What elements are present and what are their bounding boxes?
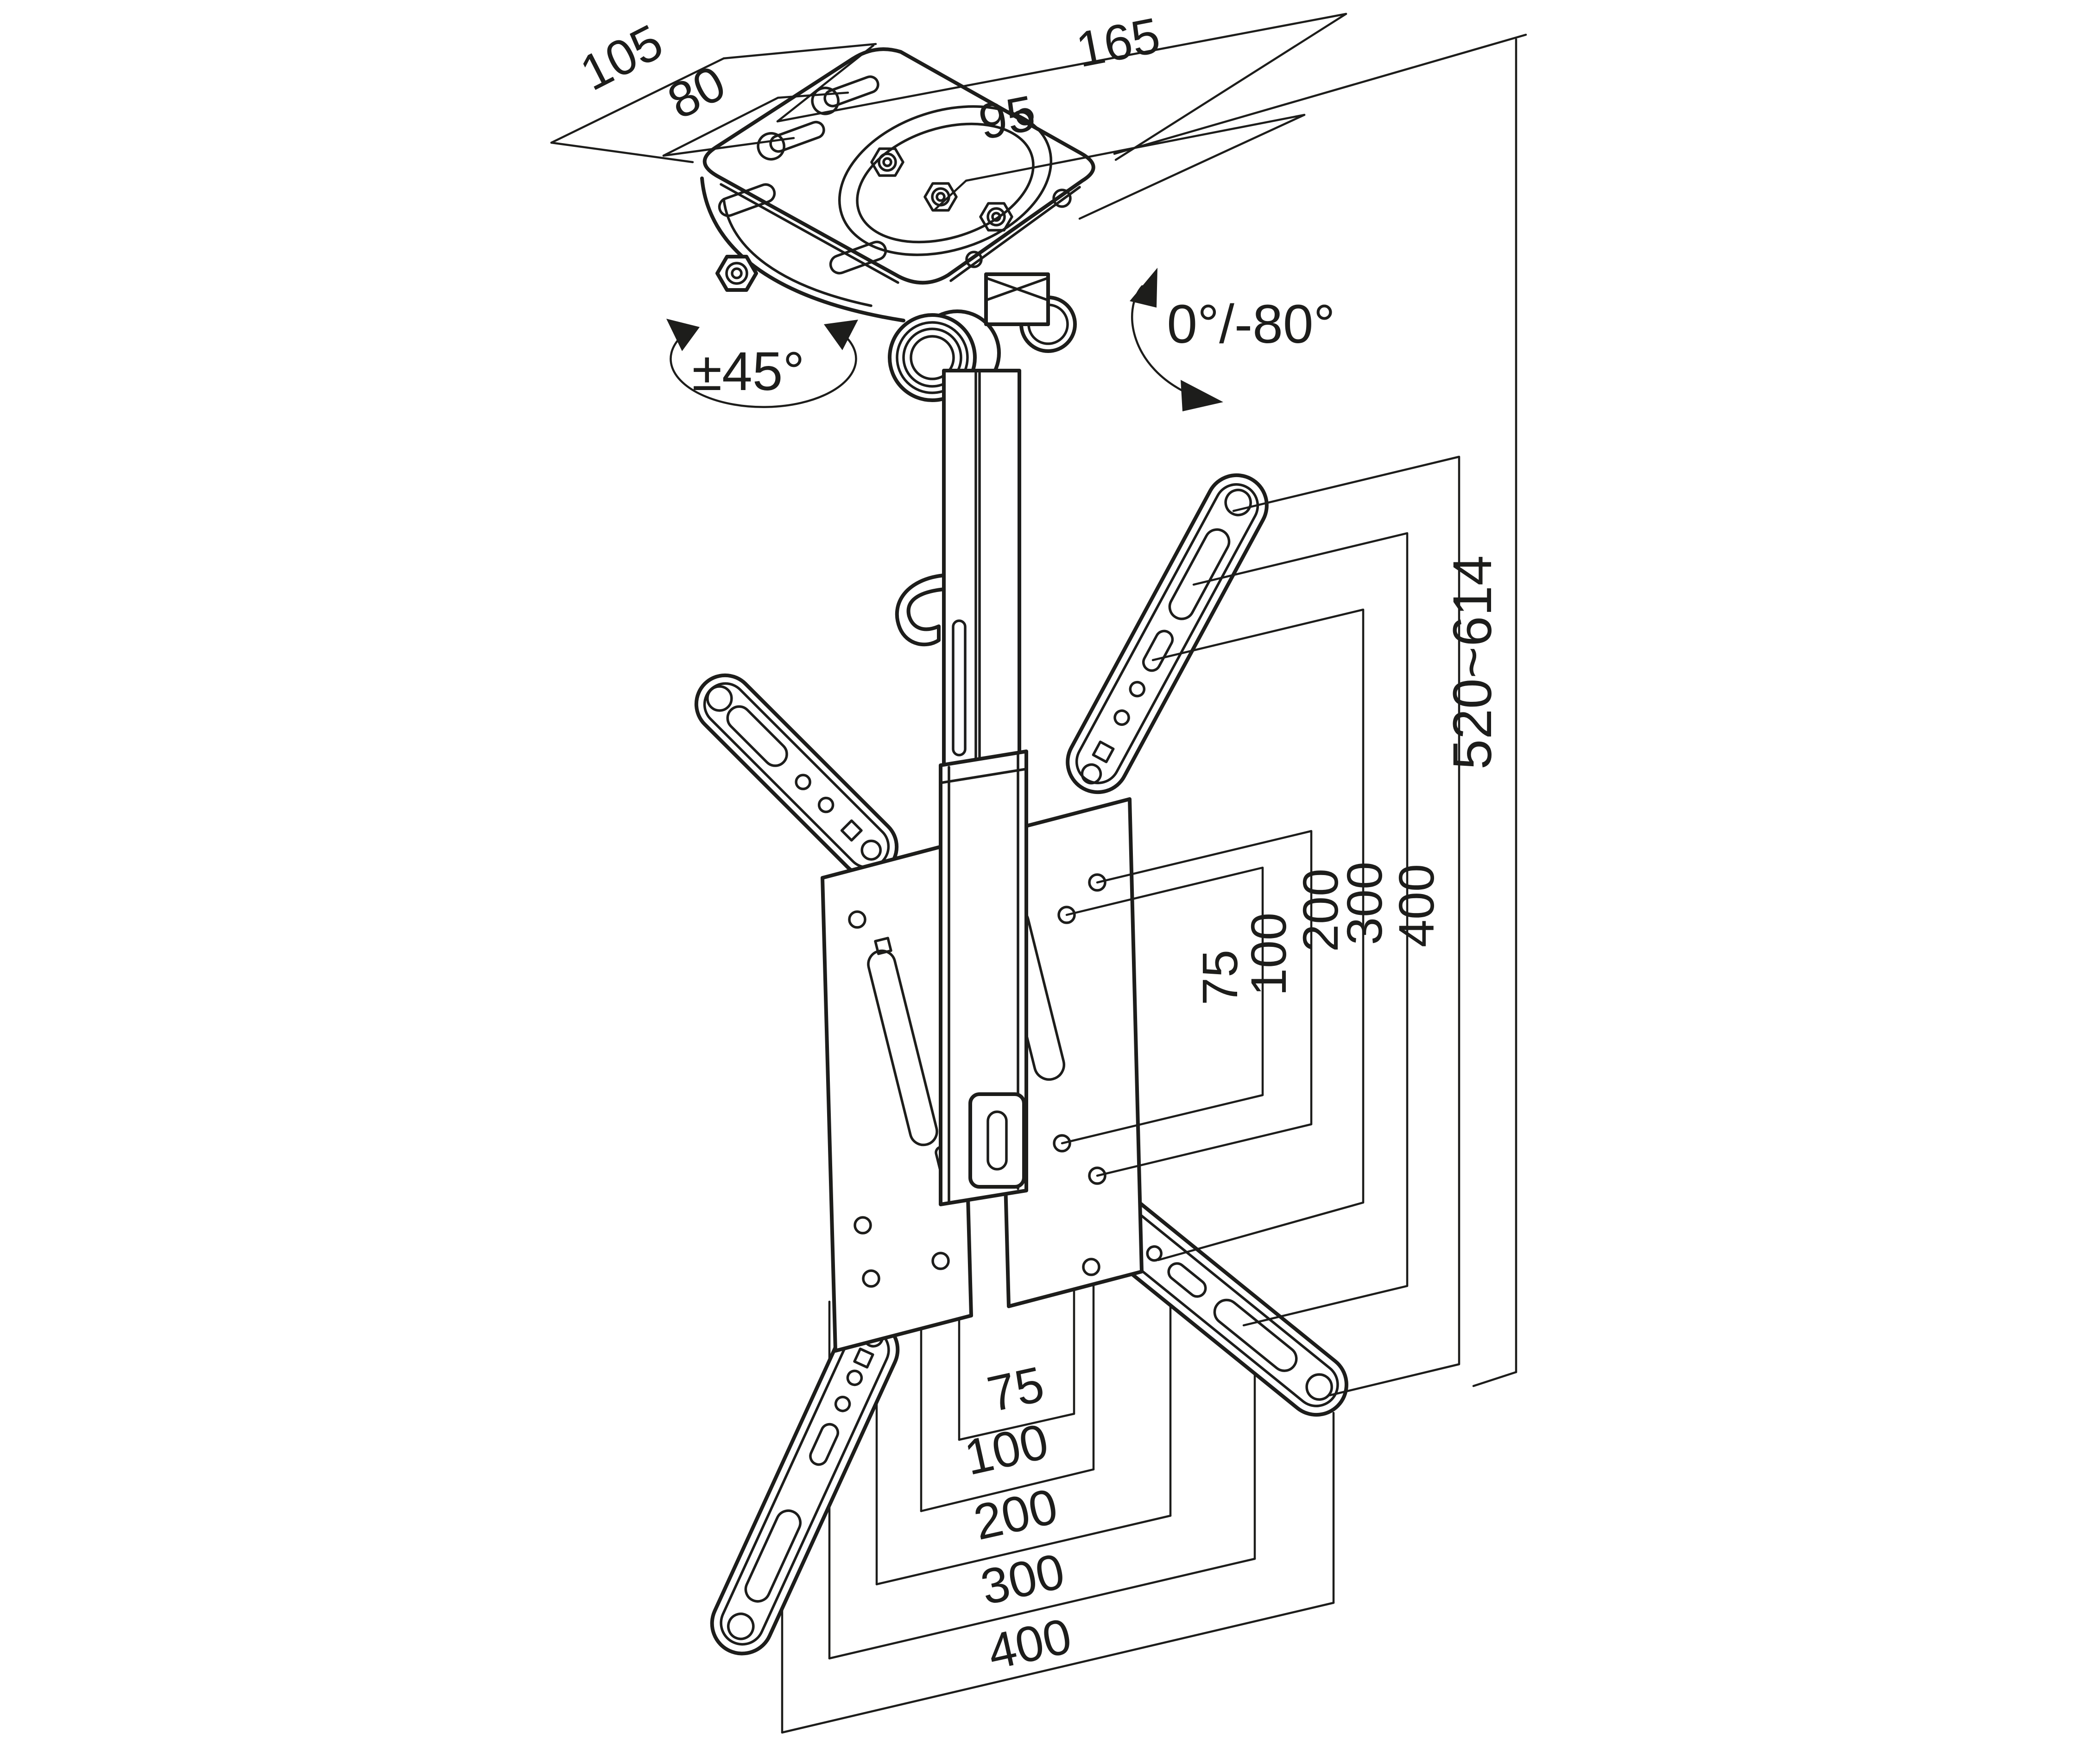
bolt-3 xyxy=(979,202,1013,232)
dim-line-h75 xyxy=(958,1412,1075,1441)
swivel-rotation-arc xyxy=(670,329,857,408)
vesa-vertical-label-400: 400 xyxy=(1388,864,1444,947)
vesa-horizontal-label-200: 200 xyxy=(969,1478,1062,1550)
pole-adjustment-slot xyxy=(952,619,967,756)
tilt-arrow-down-icon xyxy=(1181,380,1223,411)
swivel-angle-label: ±45° xyxy=(692,341,804,402)
keyhole-slot-2 xyxy=(757,120,825,161)
vesa-horizontal-label-300: 300 xyxy=(976,1543,1069,1615)
vesa-hole-100-bottom xyxy=(1088,1166,1106,1185)
cable-hook xyxy=(895,573,946,647)
swivel-arrow-right-icon xyxy=(824,320,858,350)
height-dimension xyxy=(1113,33,1527,1387)
ceiling-plate-outline xyxy=(702,47,1095,285)
tilt-angle-label: 0°/-80° xyxy=(1167,294,1335,355)
swivel-annotation xyxy=(666,319,858,408)
vesa-horizontal-label-75: 75 xyxy=(982,1355,1049,1422)
tilt-annotation xyxy=(1130,268,1223,411)
dim-line-h200 xyxy=(875,1514,1172,1586)
vesa-arm-upper-right xyxy=(1066,473,1269,794)
bottom-dimension-lines xyxy=(781,1412,1335,1734)
frame-400 xyxy=(1232,455,1460,1397)
collar-cutout xyxy=(838,105,1053,256)
dim-label-plate-depth-inner: 80 xyxy=(659,54,734,129)
dim-label-plate-depth-outer: 105 xyxy=(571,13,671,101)
bolt-1 xyxy=(870,147,904,177)
oval-slot-2 xyxy=(829,240,887,275)
vesa-hole-75-top xyxy=(1057,906,1076,924)
plate-hole-bottom xyxy=(965,251,983,268)
dim-label-plate-width-outer: 165 xyxy=(1072,7,1164,78)
lock-nut xyxy=(715,255,758,292)
vesa-horizontal-label-100: 100 xyxy=(960,1413,1053,1486)
vesa-vertical-label-300: 300 xyxy=(1336,862,1392,945)
frame-100 xyxy=(1096,830,1313,1177)
vesa-arm-upper-left xyxy=(694,673,899,878)
height-range-label: 520~614 xyxy=(1442,555,1503,770)
vesa-vertical-label-100: 100 xyxy=(1240,913,1296,996)
tilt-hinge xyxy=(888,272,1077,402)
dim-line-h100 xyxy=(920,1468,1095,1512)
plate-side-bracket xyxy=(700,176,905,322)
plate-hole-right xyxy=(1052,189,1072,208)
swivel-arrow-left-icon xyxy=(666,319,700,351)
dim-line-h400 xyxy=(781,1601,1335,1734)
plate-hole-top xyxy=(1016,108,1034,126)
top-dimension-lines xyxy=(550,13,1347,220)
pole-inner-tube xyxy=(895,369,1021,769)
ceiling-plate xyxy=(700,47,1095,322)
vesa-plate-left xyxy=(821,840,973,1353)
pole-clamp-bracket xyxy=(968,1092,1026,1189)
keyhole-slot-1 xyxy=(811,75,879,115)
vesa-hole-75-bottom xyxy=(1053,1134,1071,1153)
vesa-vertical-dimension-frames xyxy=(1061,455,1460,1397)
frame-300 xyxy=(1192,532,1409,1327)
dim-label-plate-width-inner: 95 xyxy=(974,84,1039,150)
frame-75 xyxy=(1061,866,1264,1145)
tilt-arrow-up-icon xyxy=(1130,268,1157,308)
vesa-vertical-label-200: 200 xyxy=(1292,869,1348,952)
vesa-vertical-label-75: 75 xyxy=(1192,950,1248,1005)
oval-slot-1 xyxy=(718,183,776,217)
vesa-hole-100-top xyxy=(1088,873,1106,892)
frame-200 xyxy=(1151,608,1365,1261)
dim-line-h300 xyxy=(828,1557,1256,1660)
pole-outer-tube xyxy=(939,750,1028,1206)
